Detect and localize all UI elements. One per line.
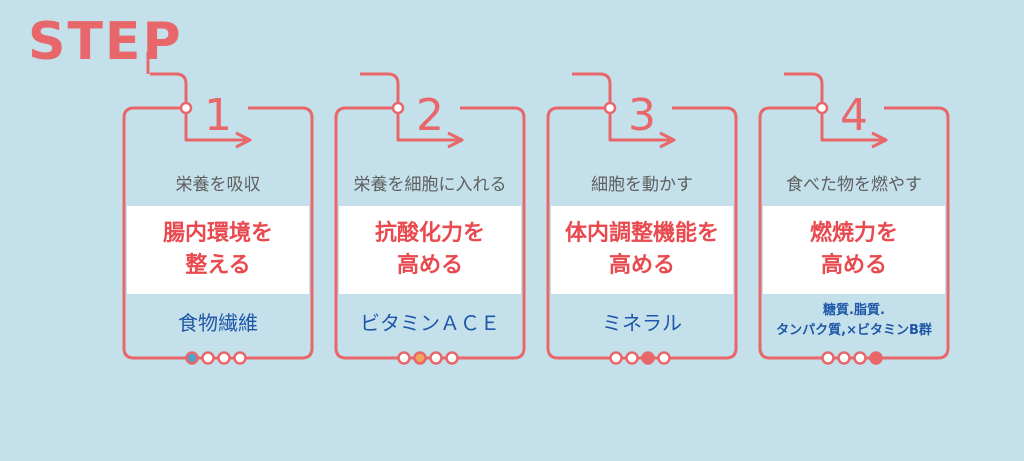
step-2-main-text: 抗酸化力を高める xyxy=(339,206,521,294)
card-3-progress-dot-2 xyxy=(625,351,639,365)
card-4-progress-dot-4 xyxy=(869,351,883,365)
card-3-progress-dot-4 xyxy=(657,351,671,365)
card-3-progress-dot-3 xyxy=(641,351,655,365)
card-4-progress-dot-1 xyxy=(821,351,835,365)
step-1-nutrient-tag: 食物繊維 xyxy=(127,296,309,346)
card-1-progress-dot-3 xyxy=(217,351,231,365)
step-4-tag-line-2: タンパク質,×ビタミンB群 xyxy=(776,323,932,338)
card-2-progress-dot-2 xyxy=(413,351,427,365)
card-4-main-band xyxy=(763,206,945,294)
card-4-progress-dot-3 xyxy=(853,351,867,365)
connector-4 xyxy=(784,72,882,142)
step-3-subtitle: 細胞を動かす xyxy=(591,175,693,195)
card-1-progress-dot-1 xyxy=(185,351,199,365)
step-4-subtitle: 食べた物を燃やす xyxy=(786,175,922,195)
step-4-nutrient-tag: 糖質.脂質. タンパク質,×ビタミンB群 xyxy=(763,296,945,346)
card-2-main-band xyxy=(339,206,521,294)
node-1-dot xyxy=(179,101,193,115)
step-1-main-line-1: 腸内環境を xyxy=(162,221,273,246)
step-3-main-text: 体内調整機能を高める xyxy=(551,206,733,294)
card-1-main-band xyxy=(127,206,309,294)
step-4-number: 4 xyxy=(840,90,868,141)
step-2-subtitle: 栄養を細胞に入れる xyxy=(353,175,507,195)
card-3-progress-dot-1 xyxy=(609,351,623,365)
connector-2 xyxy=(360,72,458,142)
step-3-nutrient-tag: ミネラル xyxy=(551,296,733,346)
step-2-nutrient-tag: ビタミンＡＣＥ xyxy=(339,296,521,346)
node-2-dot xyxy=(391,101,405,115)
card-2-progress-dot-1 xyxy=(397,351,411,365)
arrow-1-icon xyxy=(235,131,252,149)
step-1-subtitle: 栄養を吸収 xyxy=(175,175,261,195)
step-4-main-line-1: 燃焼力を xyxy=(809,221,898,246)
node-4-dot xyxy=(815,101,829,115)
step-4-tag-line-1: 糖質.脂質. xyxy=(823,303,885,318)
card-2-progress-dot-3 xyxy=(429,351,443,365)
step-4-main-text: 燃焼力を高める xyxy=(763,206,945,294)
step-1-number: 1 xyxy=(204,90,232,141)
arrow-4-icon xyxy=(871,131,888,149)
step-1-tag-line-1: 食物繊維 xyxy=(178,310,258,335)
step-2-main-line-1: 抗酸化力を xyxy=(374,221,485,246)
step-2-number: 2 xyxy=(416,90,444,141)
connector-1 xyxy=(150,72,246,142)
step-2-tag-line-1: ビタミンＡＣＥ xyxy=(360,310,500,335)
card-1-progress-dot-4 xyxy=(233,351,247,365)
step-3-number: 3 xyxy=(628,90,656,141)
step-1-main-line-2: 整える xyxy=(185,253,251,278)
step-1-main-text: 腸内環境を整える xyxy=(127,206,309,294)
connector-3 xyxy=(572,72,670,142)
arrow-2-icon xyxy=(447,131,464,149)
card-1-progress-dot-2 xyxy=(201,351,215,365)
step-3-main-line-2: 高める xyxy=(608,253,675,278)
card-2-progress-dot-4 xyxy=(445,351,459,365)
card-3-main-band xyxy=(551,206,733,294)
step-4-main-line-2: 高める xyxy=(820,253,887,278)
step-title: STEP xyxy=(28,12,183,72)
card-4-progress-dot-2 xyxy=(837,351,851,365)
node-3-dot xyxy=(603,101,617,115)
step-3-tag-line-1: ミネラル xyxy=(602,310,682,335)
step-2-main-line-2: 高める xyxy=(396,253,463,278)
arrow-3-icon xyxy=(659,131,676,149)
step-3-main-line-1: 体内調整機能を xyxy=(564,221,719,246)
